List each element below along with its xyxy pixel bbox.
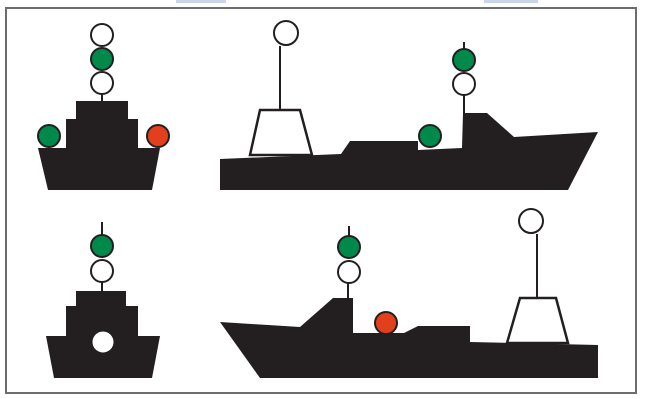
bow-view-bottom: [46, 222, 160, 378]
green-light: [452, 48, 476, 72]
selection-hint-left: [176, 0, 226, 3]
white-light: [90, 71, 114, 95]
bridge: [76, 101, 128, 120]
side-view-bottom: [220, 208, 598, 378]
red-sidelight: [146, 124, 170, 148]
bridge: [76, 291, 126, 307]
red-sidelight: [374, 311, 398, 335]
green-sidelight: [37, 124, 61, 148]
side-view-top: [220, 20, 598, 190]
white-light: [273, 20, 299, 46]
crane-frame: [505, 296, 570, 345]
white-light: [90, 259, 114, 283]
green-light: [337, 235, 361, 259]
green-light: [90, 234, 114, 258]
white-light: [518, 208, 544, 234]
white-stern-light: [91, 330, 115, 354]
hull: [38, 148, 160, 190]
green-sidelight: [418, 124, 442, 148]
green-light: [90, 47, 114, 71]
crane-frame: [248, 108, 314, 157]
bow-view-top: [37, 23, 170, 190]
white-light: [90, 23, 114, 47]
hull: [220, 113, 598, 190]
hull: [46, 336, 160, 378]
superstructure: [66, 119, 138, 149]
white-light: [452, 72, 476, 96]
hull: [220, 298, 598, 378]
selection-hint-right: [484, 0, 538, 3]
white-light: [337, 260, 361, 284]
